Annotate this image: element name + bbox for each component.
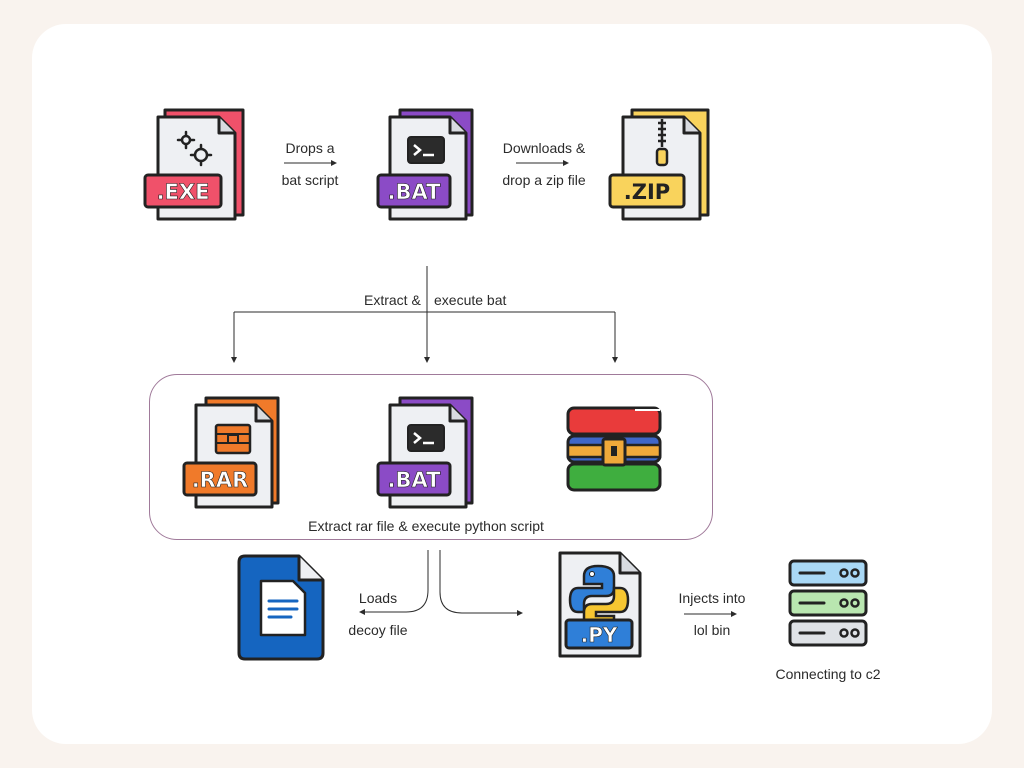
drops-label-line1: Drops a [285,140,335,156]
c2-label: Connecting to c2 [775,666,881,682]
bat-label-2: .BAT [388,468,442,492]
loads-label-line1: Loads [358,590,398,606]
server-icon [788,559,868,647]
exe-label: .EXE [157,180,210,204]
document-icon [237,554,325,661]
rar-file-icon: .RAR [182,396,280,509]
extract-group-box [149,374,713,540]
drops-label-line2: bat script [281,172,339,188]
curve-to-doc [359,550,429,615]
extract-label-left: Extract & [364,292,421,308]
zip-label: .ZIP [624,180,670,204]
downloads-label-line2: drop a zip file [502,172,586,188]
bat-file-icon: .BAT [376,396,474,509]
bat-file-icon: .BAT [376,108,474,221]
bat-label: .BAT [388,180,442,204]
py-label: .PY [581,623,618,647]
curve-to-py [439,550,523,616]
extract-label-right: execute bat [434,292,507,308]
zip-file-icon: .ZIP [608,108,710,221]
rar-label: .RAR [192,468,249,492]
group-caption: Extract rar file & execute python script [308,518,544,534]
injects-label-line2: lol bin [693,622,731,638]
winrar-icon [566,406,662,492]
downloads-label-line1: Downloads & [502,140,586,156]
exe-file-icon: .EXE [143,108,245,221]
loads-label-line2: decoy file [348,622,408,638]
python-file-icon: .PY [558,551,642,658]
injects-label-line1: Injects into [678,590,746,606]
